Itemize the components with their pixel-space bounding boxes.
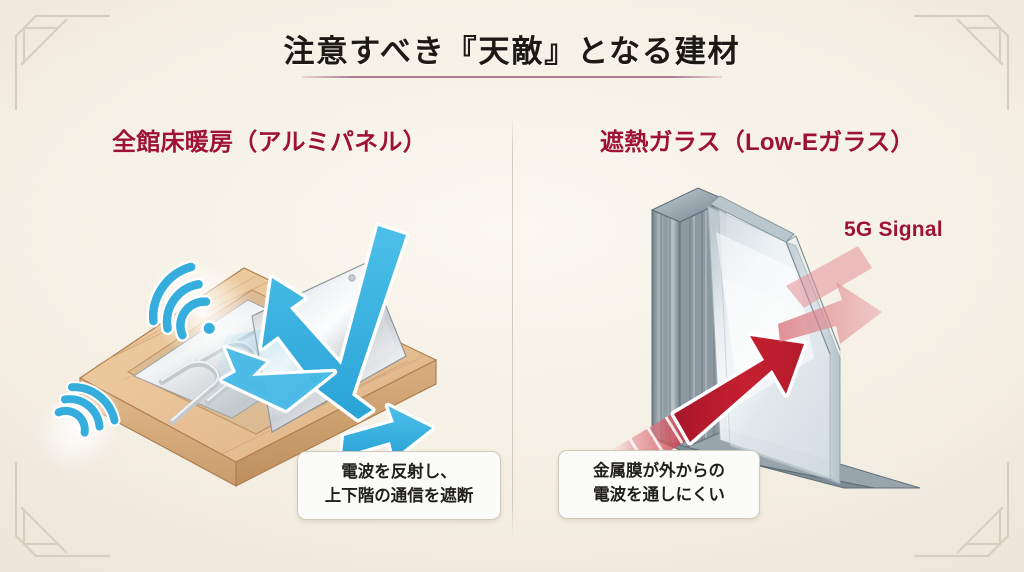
panel-heading-low-e-glass: 遮熱ガラス（Low-Eガラス） bbox=[600, 129, 915, 156]
caption-floor-heating: 電波を反射し、 上下階の通信を遮断 bbox=[297, 451, 501, 520]
corner-ornament-icon-bottom-right bbox=[914, 462, 1018, 566]
panel-divider bbox=[512, 116, 513, 536]
illustration-floor-heating bbox=[37, 166, 476, 496]
corner-ornament-icon-top-left bbox=[6, 6, 110, 110]
wifi-waves-above-floor bbox=[144, 257, 260, 364]
attenuated-signal-arrow bbox=[778, 246, 882, 344]
page-title-container: 注意すべき『天敵』となる建材 bbox=[0, 33, 1024, 76]
page-title: 注意すべき『天敵』となる建材 bbox=[283, 34, 741, 69]
caption-low-e-glass: 金属膜が外からの 電波を通しにくい bbox=[558, 450, 760, 519]
signal-label-5g: 5G Signal bbox=[844, 218, 943, 241]
wifi-waves-below-floor bbox=[37, 381, 122, 471]
illustration-low-e-glass bbox=[590, 158, 990, 489]
corner-ornament-icon-top-right bbox=[914, 6, 1018, 110]
reflected-signal-arrow-up bbox=[258, 222, 410, 423]
incident-signal-arrow bbox=[218, 344, 338, 414]
corner-ornament-icon-bottom-left bbox=[6, 462, 110, 566]
panel-heading-floor-heating: 全館床暖房（アルミパネル） bbox=[112, 129, 427, 156]
title-underline-rule bbox=[302, 76, 722, 78]
